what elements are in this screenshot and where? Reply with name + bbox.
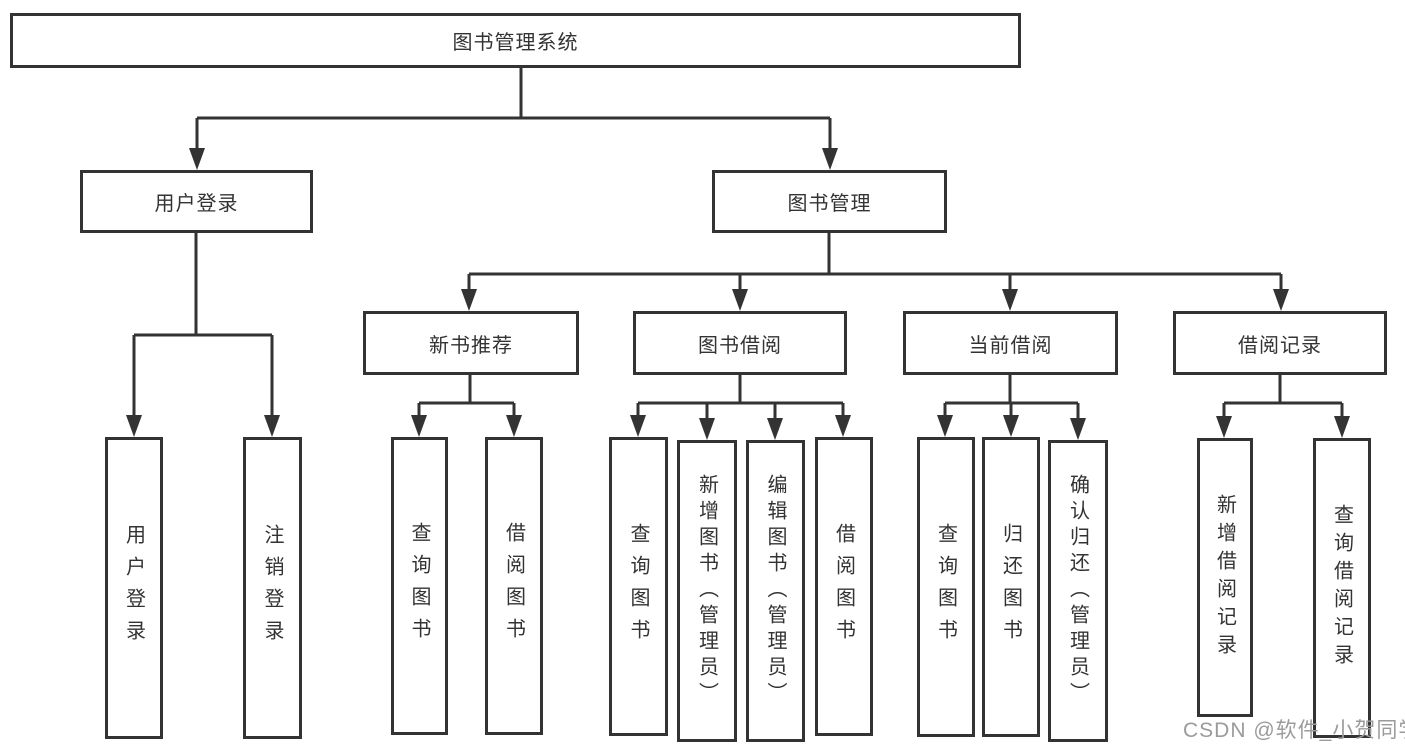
watermark: CSDN @软件_小贺同学 [1183,719,1405,742]
leaf-borrow-books-borrow: 借阅图书 [815,437,873,736]
leaf-query-books-borrow: 查询图书 [609,437,668,736]
node-new-book-recommend: 新书推荐 [363,311,579,375]
leaf-query-books-recommend: 查询图书 [391,437,448,735]
leaf-logout: 注销登录 [243,437,302,739]
leaf-edit-books-admin: 编辑图书（管理员） [746,440,805,742]
node-user-login: 用户登录 [80,170,313,233]
leaf-confirm-return-admin: 确认归还（管理员） [1048,440,1108,742]
node-root: 图书管理系统 [10,13,1021,68]
node-current-borrow: 当前借阅 [903,311,1118,375]
leaf-borrow-books-recommend: 借阅图书 [485,437,543,735]
node-book-borrow: 图书借阅 [633,311,847,375]
leaf-return-books: 归还图书 [982,437,1040,737]
leaf-add-borrow-record: 新增借阅记录 [1197,438,1253,717]
leaf-user-login: 用户登录 [105,437,163,739]
leaf-add-books-admin: 新增图书（管理员） [677,440,737,742]
leaf-query-books-current: 查询图书 [917,437,975,737]
leaf-query-borrow-record: 查询借阅记录 [1313,438,1371,738]
node-borrow-records: 借阅记录 [1173,311,1387,375]
node-book-management: 图书管理 [712,170,947,233]
